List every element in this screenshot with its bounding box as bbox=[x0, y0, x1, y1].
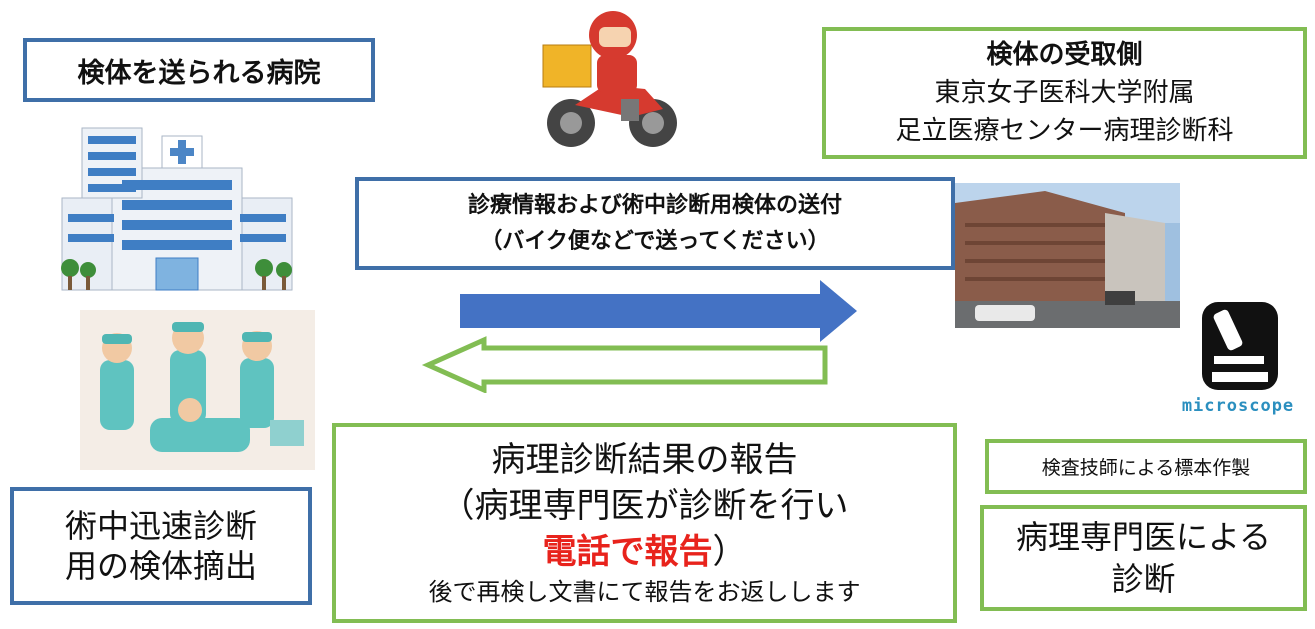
send-line2: （バイク便などで送ってください） bbox=[480, 228, 830, 254]
send-arrow-right bbox=[460, 280, 857, 342]
surgery-line2: 用の検体摘出 bbox=[64, 547, 257, 585]
receiver-line2: 足立医療センター病理診断科 bbox=[895, 116, 1234, 146]
flow-arrows bbox=[421, 280, 857, 393]
hospital-icon bbox=[52, 118, 302, 300]
receiver-heading: 検体の受取側 bbox=[986, 40, 1143, 70]
send-line1: 診療情報および術中診断用検体の送付 bbox=[467, 192, 842, 218]
receiver-box: 検体の受取側 東京女子医科大学附属 足立医療センター病理診断科 bbox=[822, 27, 1307, 159]
report-line2: （病理専門医が診断を行い bbox=[440, 486, 849, 526]
pathologist-line1: 病理専門医による bbox=[1015, 518, 1272, 556]
surgeons-icon bbox=[80, 310, 315, 470]
report-line1: 病理診断結果の報告 bbox=[491, 440, 798, 480]
surgery-box: 術中迅速診断 用の検体摘出 bbox=[10, 487, 312, 605]
surgery-line1: 術中迅速診断 bbox=[64, 507, 257, 545]
receiver-line1: 東京女子医科大学附属 bbox=[934, 78, 1195, 108]
report-line4: 後で再検し文書にて報告をお返しします bbox=[428, 578, 861, 606]
report-line3-suffix: ） bbox=[712, 532, 747, 572]
report-box: 病理診断結果の報告 （病理専門医が診断を行い 電話で報告） 後で再検し文書にて報… bbox=[332, 423, 957, 623]
microscope-icon: microscope bbox=[1168, 292, 1308, 422]
report-phone-emphasis: 電話で報告 bbox=[542, 532, 713, 572]
report-line3: 電話で報告） bbox=[543, 529, 747, 575]
sender-hospital-label: 検体を送られる病院 bbox=[23, 38, 375, 102]
send-info-box: 診療情報および術中診断用検体の送付 （バイク便などで送ってください） bbox=[355, 177, 955, 270]
medical-center-photo bbox=[955, 183, 1180, 328]
technician-text: 検査技師による標本作製 bbox=[1041, 457, 1251, 479]
technician-box: 検査技師による標本作製 bbox=[985, 439, 1307, 494]
pathologist-line2: 診断 bbox=[1111, 560, 1176, 598]
return-arrow-left bbox=[421, 336, 828, 393]
pathologist-box: 病理専門医による 診断 bbox=[980, 505, 1307, 611]
microscope-logo-text: microscope bbox=[1181, 396, 1295, 416]
sender-hospital-text: 検体を送られる病院 bbox=[77, 57, 321, 89]
delivery-motorbike-icon bbox=[535, 5, 685, 155]
